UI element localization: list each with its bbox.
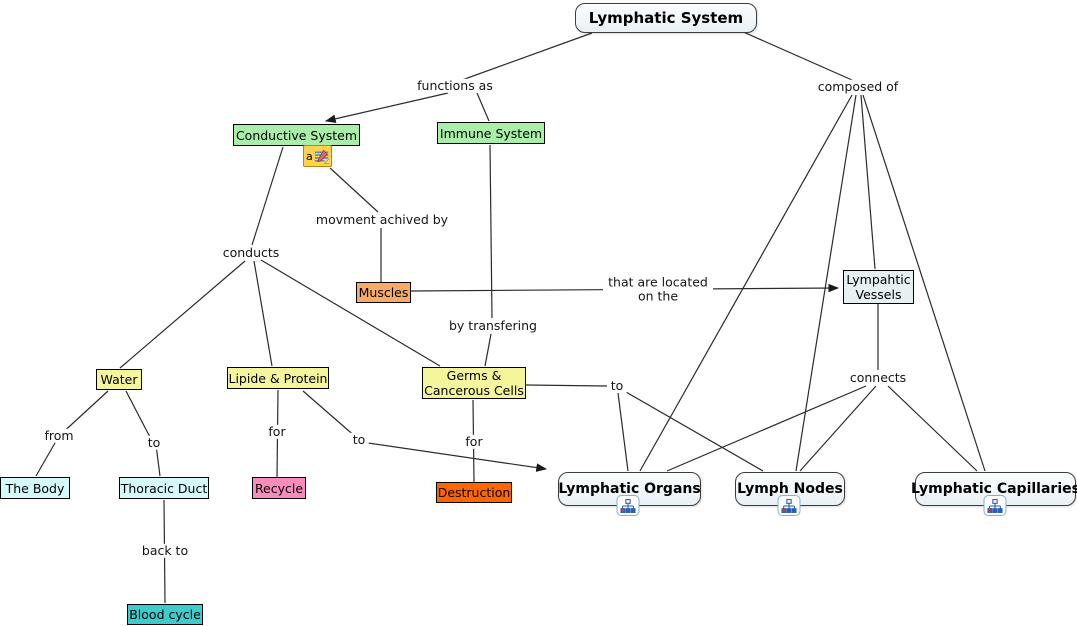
concept-thoracic-duct[interactable]: Thoracic Duct [119,477,209,499]
submap-icon[interactable] [616,495,640,516]
link-label-back-to[interactable]: back to [138,543,192,559]
concept-lymphatic-vessels[interactable]: Lympahtic Vessels [843,270,914,304]
concept-destruction[interactable]: Destruction [436,482,512,503]
link-label-movement-achieved-by[interactable]: movment achived by [312,212,452,228]
annotation-letter: a [306,149,313,163]
submap-icon[interactable] [777,495,801,516]
link-label-for-lipide[interactable]: for [265,424,289,440]
concept-conductive-system[interactable]: Conductive System [233,124,360,146]
link-label-by-transfering[interactable]: by transfering [445,318,541,334]
concept-blood-cycle[interactable]: Blood cycle [127,604,203,625]
annotation-note-icon[interactable]: a [303,145,332,167]
pencil-note-icon [314,149,329,164]
link-label-to-germs[interactable]: to [607,378,627,394]
link-label-to-water[interactable]: to [144,435,164,451]
concept-lipide-protein[interactable]: Lipide & Protein [227,367,329,389]
submap-icon[interactable] [983,495,1007,516]
concept-muscles[interactable]: Muscles [356,282,411,303]
link-label-conducts[interactable]: conducts [219,245,283,261]
concept-water[interactable]: Water [96,369,142,390]
org-chart-icon [781,498,797,513]
link-label-from-water[interactable]: from [41,428,77,444]
link-label-functions-as[interactable]: functions as [414,78,496,94]
org-chart-icon [987,498,1003,513]
link-label-to-lipide[interactable]: to [349,432,369,448]
link-label-connects[interactable]: connects [846,370,910,386]
concept-lymphatic-system[interactable]: Lymphatic System [575,3,757,33]
concept-the-body[interactable]: The Body [0,477,70,499]
concept-immune-system[interactable]: Immune System [437,122,545,144]
concept-germs-cancerous-cells[interactable]: Germs & Cancerous Cells [422,367,526,399]
org-chart-icon [620,498,636,513]
link-label-located-on[interactable]: that are located on the [603,275,713,305]
link-label-for-germs[interactable]: for [462,434,486,450]
concept-recycle[interactable]: Recycle [252,477,306,499]
link-label-composed-of[interactable]: composed of [814,79,902,95]
